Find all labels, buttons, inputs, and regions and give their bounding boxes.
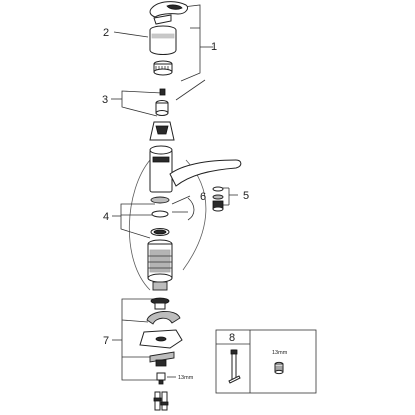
tool-kit-box: 8 13mm — [215, 329, 317, 394]
mounting-sleeve — [147, 239, 173, 291]
threaded-ring — [153, 60, 173, 76]
callout-1: 1 — [211, 41, 217, 53]
leader-lines — [111, 4, 238, 381]
wing-nut — [149, 351, 175, 367]
bolt — [156, 372, 166, 385]
callout-3: 3 — [102, 94, 108, 106]
tool-wrench-size: 13mm — [272, 350, 288, 356]
callout-8: 8 — [229, 332, 235, 344]
cap — [149, 25, 177, 55]
aerator — [212, 186, 224, 212]
handle-lever — [149, 1, 189, 25]
nut-icon — [274, 361, 284, 375]
callout-4: 4 — [103, 211, 109, 223]
faucet-body — [149, 145, 242, 193]
callout-6: 6 — [200, 191, 206, 203]
callout-2: 2 — [103, 27, 109, 39]
supply-hose-ends — [153, 391, 169, 411]
callout-7: 7 — [103, 335, 109, 347]
seals — [150, 196, 170, 236]
horseshoe-plate — [146, 311, 181, 325]
cartridge — [149, 88, 175, 141]
washer — [150, 297, 170, 310]
callout-5: 5 — [243, 190, 249, 202]
bolt-wrench-size: 13mm — [178, 375, 194, 381]
clamp-plate — [139, 329, 183, 349]
hex-key-icon — [228, 349, 241, 384]
